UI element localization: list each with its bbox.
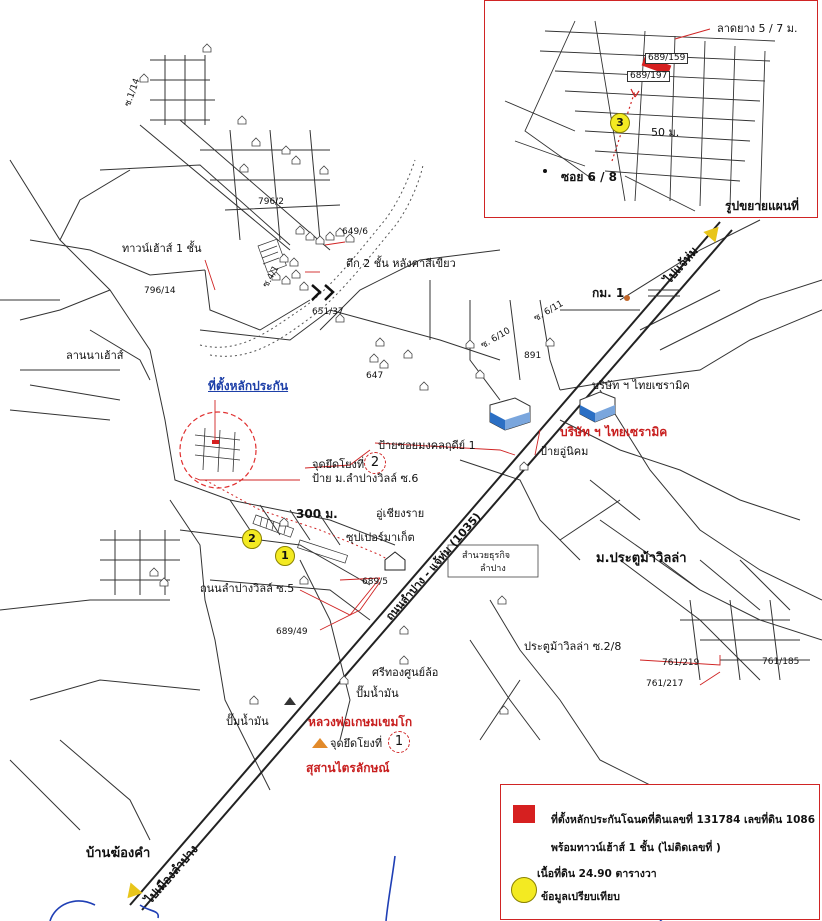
collateral-grid xyxy=(194,427,241,473)
ban-nong-label: บ้านฆ้องคำ xyxy=(86,846,151,861)
gas2-label: ปั๊มน้ำมัน xyxy=(226,715,269,728)
inset-marker-3: 3 xyxy=(610,113,630,133)
ceramic-building-1 xyxy=(489,397,531,431)
ceramic-building-2 xyxy=(579,391,616,423)
inset-zoom-map: 689/159 689/197 ลาดยาง 5 / 7 ม. 3 50 ม. … xyxy=(484,0,818,218)
comparison-swatch xyxy=(511,877,537,903)
sign-mongkol-label: ป้ายซอยมงคลฤดีย์ 1 xyxy=(378,439,476,452)
lot-761-219-label: 761/219 xyxy=(662,658,700,668)
market-label: ซุปเปอร์มาเก็ต xyxy=(346,531,415,544)
inset-lot-b: 689/197 xyxy=(627,71,671,82)
gas1-label: ปั๊มน้ำมัน xyxy=(356,687,399,700)
legend-line3: เนื้อที่ดิน 24.90 ตารางวา xyxy=(537,868,657,880)
leader-lines xyxy=(194,241,721,686)
house-glyphs xyxy=(139,43,555,715)
lampang-soi5-label: ถนนลำปางวิลล์ ซ.5 xyxy=(200,582,295,595)
lot-761-185-label: 761/185 xyxy=(762,657,800,667)
ref1-number: 1 xyxy=(394,734,404,749)
collateral-swatch xyxy=(513,805,535,823)
inset-road-label: ลาดยาง 5 / 7 ม. xyxy=(717,22,798,35)
km-post xyxy=(624,289,680,301)
ref1-title-label: จุดยึดโยงที่ xyxy=(330,737,383,750)
minor-roads xyxy=(0,55,822,841)
temple-icon xyxy=(312,738,328,748)
company-label-2: บริษัท ฯ ไทยเซรามิค xyxy=(560,425,668,439)
lot-891-label: 891 xyxy=(524,351,542,361)
townhouse-row-north xyxy=(257,238,287,273)
inset-soi-label: ซอย 6 / 8 xyxy=(561,170,617,184)
townhouse-row xyxy=(252,514,348,564)
village-label: ม.ประตูม้าวิลล่า xyxy=(596,551,687,566)
creek-bank xyxy=(209,164,424,357)
dist-300-label: 300 ม. xyxy=(296,507,338,521)
lot-796-2-label: 796/2 xyxy=(258,197,284,207)
route-300m xyxy=(204,479,393,563)
sithong-label: ศรีทองศูนย์ล้อ xyxy=(372,666,439,679)
ref1-circle-icon: 1 xyxy=(388,731,410,753)
lot-761-217-label: 761/217 xyxy=(646,679,684,689)
office-label-2: ลำปาง xyxy=(480,564,506,574)
triangle-marker xyxy=(284,697,296,705)
office-label: สำนวยธุรกิจ xyxy=(462,551,511,561)
comparison-marker-1: 1 xyxy=(275,546,295,566)
house-icon xyxy=(384,551,406,571)
main-highway xyxy=(129,221,733,911)
inset-caption: รูปขยายแผนที่ xyxy=(725,199,799,213)
ref2-number: 2 xyxy=(370,455,380,470)
garage-label: อู่เชียงราย xyxy=(376,507,425,520)
office-box xyxy=(447,544,539,578)
legend-line4: ข้อมูลเปรียบเทียบ xyxy=(541,891,620,903)
green-roof-label: ตึก 2 ชั้น หลังคาสีเขียว xyxy=(346,257,456,270)
company-label-1: บริษัท ฯ ไทยเซรามิค xyxy=(592,379,690,392)
comparison-marker-2: 2 xyxy=(242,529,262,549)
temple-label: หลวงพ่อเกษมเขมโก xyxy=(308,715,413,729)
pratu-label: ประตูม้าวิลล่า ซ.2/8 xyxy=(524,640,622,653)
lot-647-label: 647 xyxy=(366,371,384,381)
lot-649-6-label: 649/6 xyxy=(342,227,368,237)
km1-label: กม. 1 xyxy=(592,286,625,300)
ref2-sub-label: ป้าย ม.ลำปางวิลล์ ซ.6 xyxy=(312,472,419,485)
inset-distance: 50 ม. xyxy=(651,126,680,139)
cemetery-label: สุสานไตรลักษณ์ xyxy=(306,761,390,775)
sign-u-label: ป้ายอู่นิคม xyxy=(540,445,589,458)
collateral-plot xyxy=(212,440,219,444)
inset-lot-a: 689/159 xyxy=(645,53,689,64)
lot-796-14-label: 796/14 xyxy=(144,286,176,296)
lot-689-5-label: 689/5 xyxy=(362,577,388,587)
green-roof-arrow xyxy=(311,284,335,301)
legend-line2: พร้อมทาวน์เฮ้าส์ 1 ชั้น (ไม่ติดเลขที่ ) xyxy=(551,842,721,854)
ref2-circle-icon: 2 xyxy=(364,452,386,474)
court-label: ลานนาเฮ้าส์ xyxy=(66,349,124,362)
lot-651-37-label: 651/37 xyxy=(312,307,344,317)
collateral-label: ที่ตั้งหลักประกัน xyxy=(208,379,289,393)
legend-line1: ที่ตั้งหลักประกันโฉนดที่ดินเลขที่ 131784… xyxy=(551,814,816,826)
collateral-circle xyxy=(179,411,257,489)
legend-box: ที่ตั้งหลักประกันโฉนดที่ดินเลขที่ 131784… xyxy=(500,784,820,920)
lot-689-49-label: 689/49 xyxy=(276,627,308,637)
townhouse-label: ทาวน์เฮ้าส์ 1 ชั้น xyxy=(122,242,202,255)
ref2-title-label: จุดยึดโยงที่ xyxy=(312,458,365,471)
